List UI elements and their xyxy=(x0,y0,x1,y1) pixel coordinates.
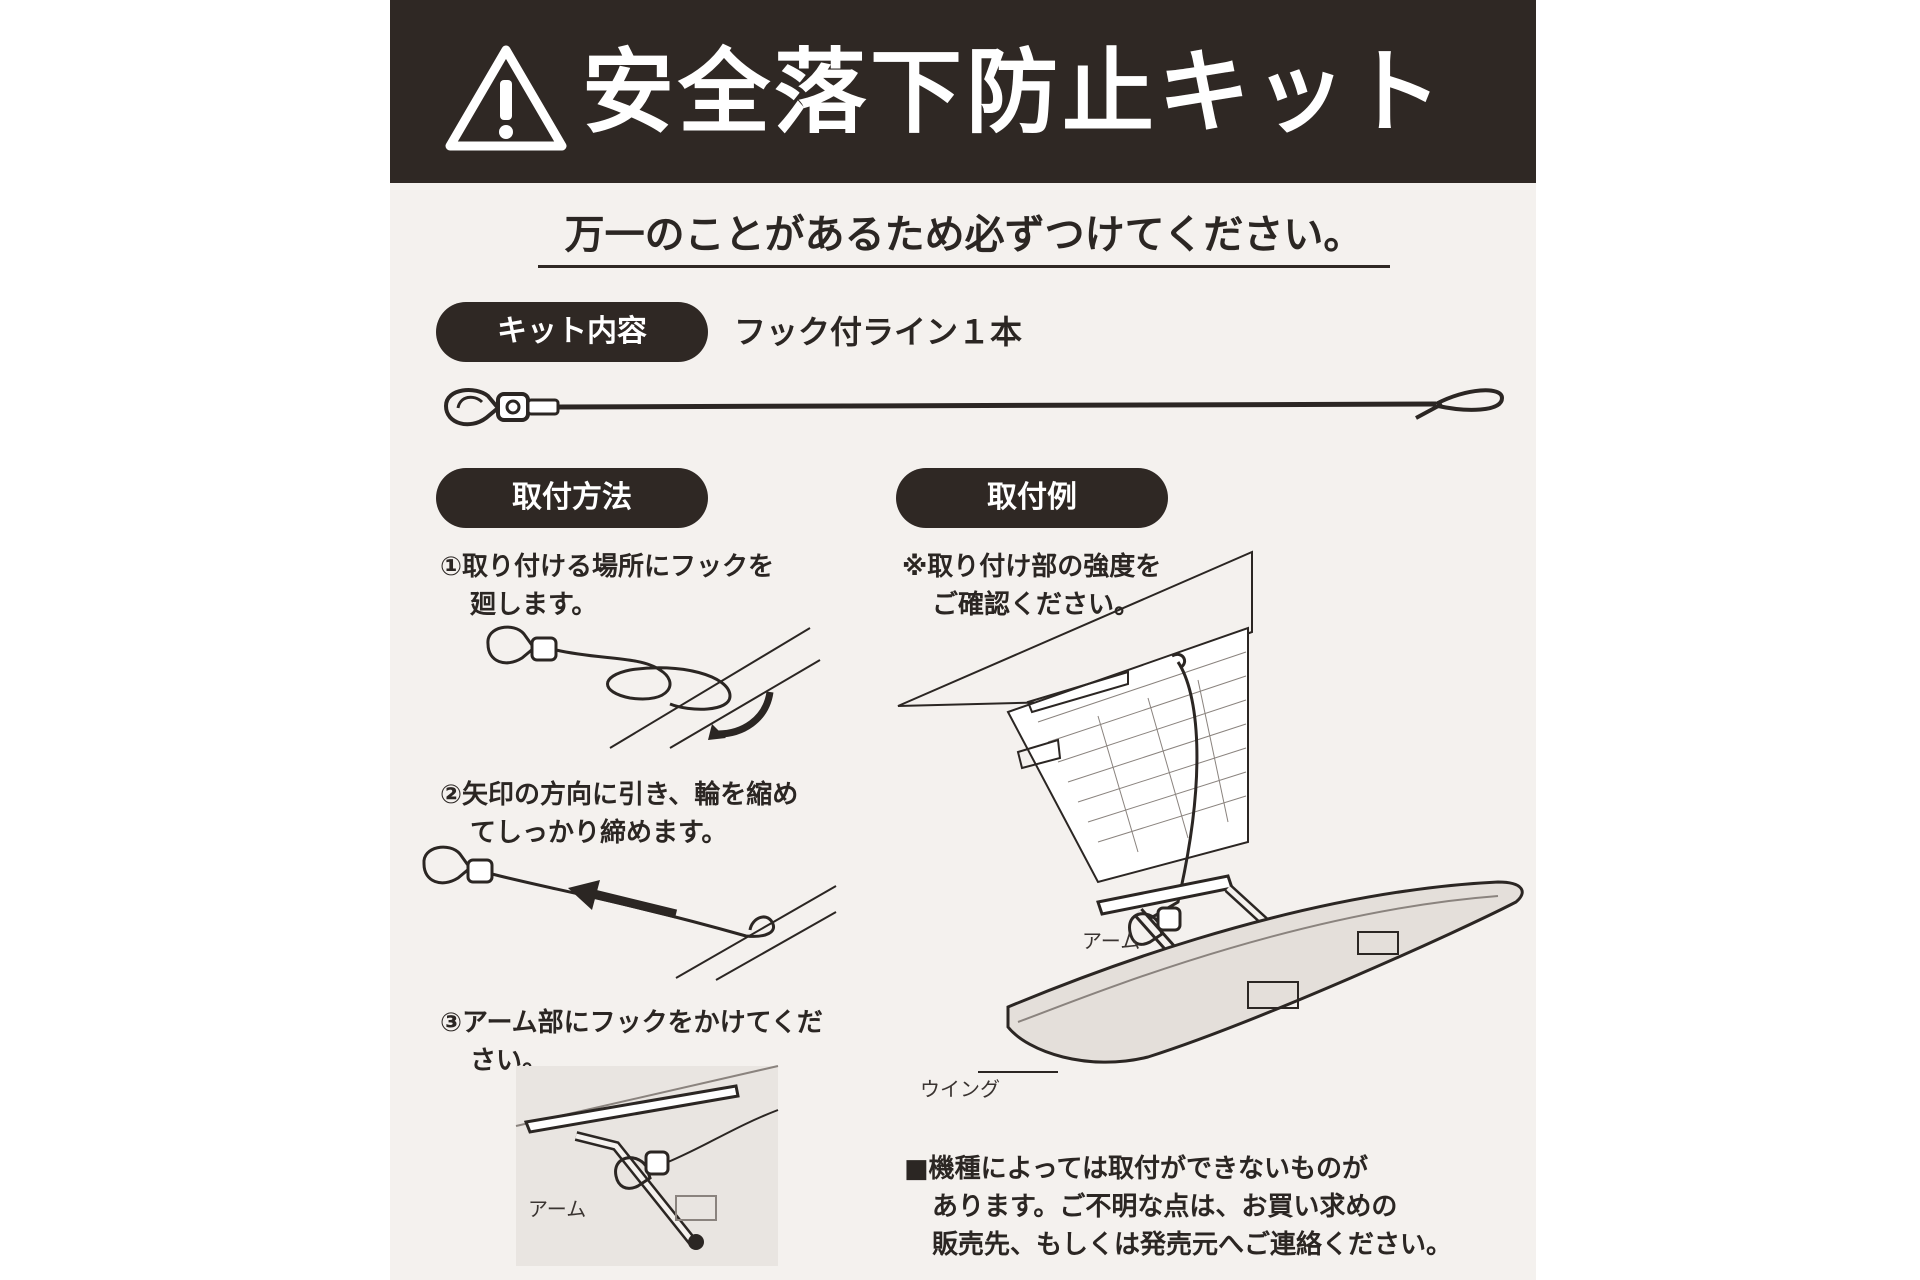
example-arm-label: アーム xyxy=(1082,929,1141,953)
warning-triangle-icon xyxy=(445,45,567,151)
example-wing-label: ウイング xyxy=(920,1077,1000,1101)
kit-contents-label: キット内容 xyxy=(436,302,708,362)
hook-line-illustration xyxy=(443,388,1505,427)
example-label: 取付例 xyxy=(896,468,1168,528)
step-1-line2: 廻します。 xyxy=(470,590,598,620)
subtitle-underline xyxy=(538,265,1390,268)
step-2-line2: てしっかり締めます。 xyxy=(470,818,728,848)
example-note-line1: ※取り付け部の強度を xyxy=(902,552,1162,582)
header-banner: 安全落下防止キット xyxy=(390,0,1536,183)
step-3-line1: ③アーム部にフックをかけてくだ xyxy=(440,1008,823,1038)
method-label: 取付方法 xyxy=(436,468,708,528)
step-1-illustration xyxy=(486,625,821,749)
step-2-illustration xyxy=(422,845,837,981)
footer-line3: 販売先、もしくは発売元へご連絡ください。 xyxy=(932,1230,1453,1260)
step-2-line1: ②矢印の方向に引き、輪を縮め xyxy=(440,780,799,810)
step-1-line1: ①取り付ける場所にフックを xyxy=(440,552,775,582)
subtitle: 万一のことがあるため必ずつけてください。 xyxy=(564,212,1364,258)
instruction-sheet: 安全落下防止キット 万一のことがあるため必ずつけてください。 キット内容 フック… xyxy=(390,0,1536,1280)
installation-example-illustration xyxy=(897,550,1524,1073)
footer-line2: あります。ご不明な点は、お買い求めの xyxy=(932,1192,1398,1222)
step-3-arm-label: アーム xyxy=(528,1197,587,1221)
footer-line1: ■機種によっては取付ができないものが xyxy=(904,1154,1368,1184)
page-title: 安全落下防止キット xyxy=(582,39,1447,146)
kit-contents-value: フック付ライン１本 xyxy=(734,313,1023,351)
step-3-illustration xyxy=(515,1065,779,1266)
